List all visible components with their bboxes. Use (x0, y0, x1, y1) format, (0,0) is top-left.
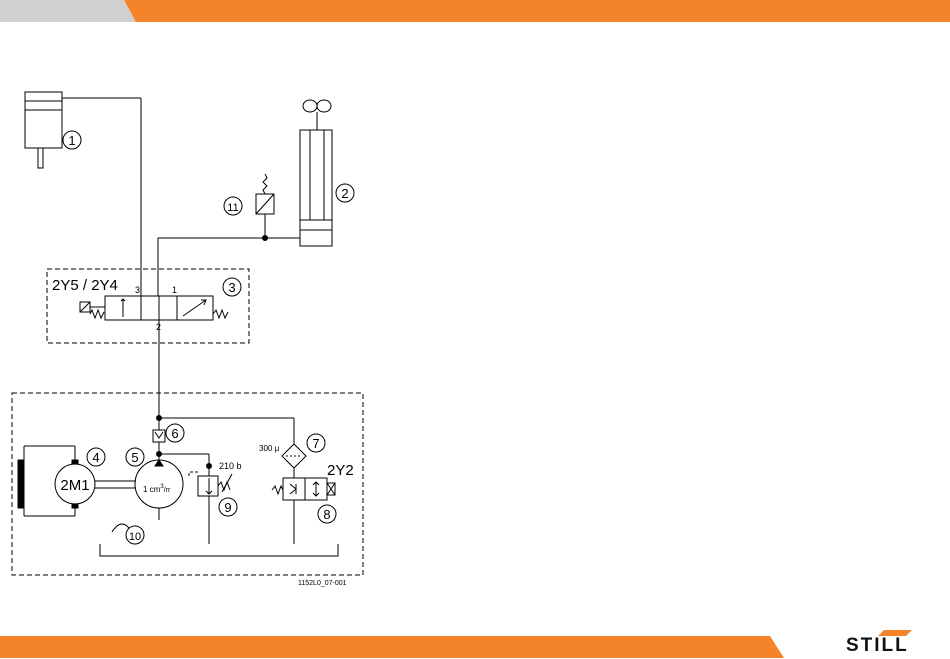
still-logo: STILL (846, 634, 930, 658)
pump-displacement: 1 cm3/rr (143, 484, 171, 494)
callout-6: 6 (171, 426, 178, 441)
callout-9: 9 (224, 500, 231, 515)
valve-port-1: 1 (172, 285, 177, 295)
filter-rating-label: 300 μ (259, 444, 280, 453)
callout-2: 2 (341, 186, 348, 201)
pressure-sensor-11 (256, 174, 274, 238)
filter-7 (282, 444, 306, 478)
junction-dot (263, 236, 268, 241)
callout-8: 8 (323, 507, 330, 522)
callout-7: 7 (312, 436, 319, 451)
relief-pressure-label: 210 b (219, 461, 242, 471)
callout-4: 4 (92, 450, 99, 465)
cylinder-1 (25, 92, 141, 296)
callout-1: 1 (68, 133, 75, 148)
callout-3: 3 (228, 280, 235, 295)
callout-10: 10 (129, 531, 141, 543)
valve-solenoid-label: 2Y5 / 2Y4 (52, 277, 118, 294)
drawing-reference: 1152L0_07-001 (298, 580, 347, 587)
callout-11: 11 (227, 202, 238, 214)
lift-cylinder-2 (158, 100, 332, 296)
solenoid-2y2-label: 2Y2 (327, 462, 354, 479)
valve-port-3: 3 (135, 285, 140, 295)
motor-label: 2M1 (60, 477, 89, 494)
junction-dot (157, 416, 162, 421)
valve-port-2: 2 (156, 322, 161, 332)
callout-5: 5 (131, 450, 138, 465)
